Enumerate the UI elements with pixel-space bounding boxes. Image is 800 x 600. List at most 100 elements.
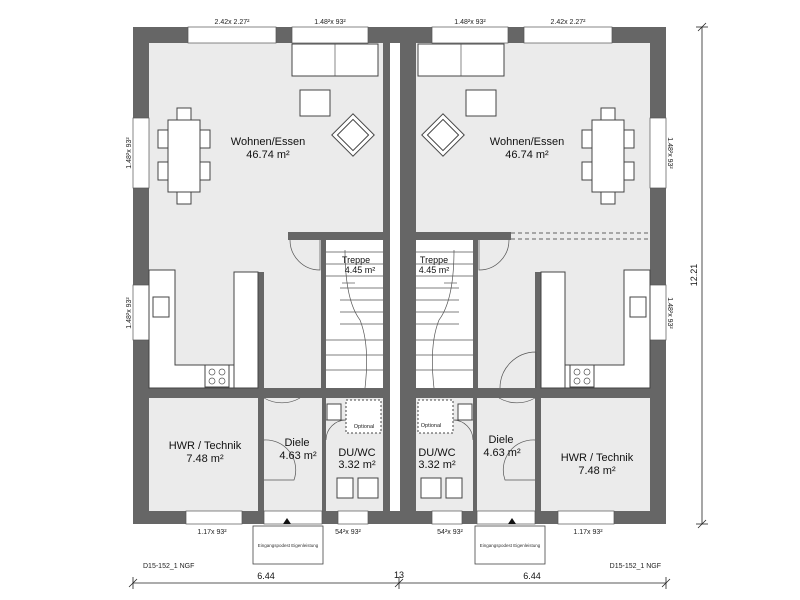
- window: [649, 117, 667, 189]
- entrance-platform-left: [252, 525, 324, 565]
- room-area: 4.45 m²: [419, 265, 450, 275]
- room-area: 4.63 m²: [483, 447, 521, 459]
- room-area: 4.63 m²: [279, 450, 317, 462]
- window: [291, 26, 369, 44]
- entrance-door-left: [263, 510, 323, 525]
- window-label: 1.17x 93²: [573, 529, 603, 536]
- washbasin-left: [326, 403, 342, 421]
- room-area: 7.48 m²: [578, 465, 616, 477]
- window: [187, 26, 277, 44]
- door-swing: [263, 439, 297, 481]
- room-area: 4.45 m²: [345, 265, 376, 275]
- window: [523, 26, 613, 44]
- door-swing: [499, 351, 537, 389]
- entrance-door-right: [476, 510, 536, 525]
- sink-right: [420, 477, 442, 499]
- room-name: Treppe: [420, 255, 448, 265]
- shower-left: [345, 399, 382, 434]
- window-label: 2.42x 2.27²: [214, 19, 250, 26]
- kitchen-right: [540, 269, 651, 389]
- inner-wall: [258, 272, 264, 388]
- toilet-left: [336, 477, 354, 499]
- inner-wall: [322, 398, 326, 511]
- window-label: 1.48²x 93²: [666, 137, 673, 169]
- hwr-room-right: [541, 398, 650, 511]
- dimension-label: 13: [394, 570, 404, 580]
- window-label: 1.48²x 93²: [314, 19, 346, 26]
- inner-wall: [473, 240, 478, 390]
- window-label: 1.48²x 93²: [126, 137, 133, 169]
- stairs-right: [416, 240, 473, 389]
- dimension-lines: [128, 22, 708, 589]
- window-label: 1.48²x 93²: [454, 19, 486, 26]
- plan-id: D15-152_1 NGF: [610, 563, 661, 570]
- hwr-room-left: [149, 398, 258, 511]
- window: [337, 510, 369, 525]
- window: [649, 284, 667, 341]
- toilet-right: [445, 477, 463, 499]
- room-area: 46.74 m²: [505, 149, 549, 161]
- inner-wall: [258, 398, 264, 511]
- window: [132, 284, 150, 341]
- room-name: HWR / Technik: [561, 452, 634, 464]
- window-label: 2.42x 2.27²: [550, 19, 586, 26]
- arrow-up-icon: [508, 518, 516, 524]
- sink-left: [357, 477, 379, 499]
- entrance-label: Eingangspodest Eigenleistung: [258, 543, 319, 548]
- room-area: 3.32 m²: [338, 459, 376, 471]
- inner-wall: [541, 388, 650, 398]
- side-table-right: [465, 89, 497, 117]
- window: [431, 510, 463, 525]
- room-name: HWR / Technik: [169, 440, 242, 452]
- hall-room-left: [264, 398, 322, 511]
- door-swing: [478, 239, 510, 271]
- dashed-guide: [511, 232, 650, 240]
- door-swing: [325, 419, 347, 441]
- inner-wall: [416, 388, 542, 398]
- inner-wall: [288, 232, 383, 240]
- stairs-left: [326, 240, 383, 389]
- window: [431, 26, 509, 44]
- room-name: Treppe: [342, 255, 370, 265]
- inner-wall: [416, 232, 511, 240]
- window: [132, 117, 150, 189]
- dimension-label: 12.21: [689, 264, 699, 287]
- room-name: DU/WC: [418, 447, 455, 459]
- room-name: Wohnen/Essen: [231, 136, 305, 148]
- inner-wall: [473, 398, 477, 511]
- room-name: Wohnen/Essen: [490, 136, 564, 148]
- optional-label: Optional: [354, 424, 375, 430]
- dimension-label: 6.44: [523, 571, 541, 581]
- window: [557, 510, 615, 525]
- sofa-left: [291, 43, 379, 77]
- washbasin-right: [457, 403, 473, 421]
- window-label: 1.48²x 93²: [126, 297, 133, 329]
- inner-wall: [535, 272, 541, 388]
- entrance-label: Eingangspodest Eigenleistung: [480, 543, 541, 548]
- door-swing: [452, 419, 474, 441]
- dining-table-left: [157, 107, 211, 205]
- room-name: DU/WC: [338, 447, 375, 459]
- room-area: 7.48 m²: [186, 453, 224, 465]
- arrow-up-icon: [283, 518, 291, 524]
- inner-wall: [258, 388, 383, 398]
- window-label: 1.48²x 93²: [666, 297, 673, 329]
- window: [185, 510, 243, 525]
- window-label: 1.17x 93²: [197, 529, 227, 536]
- inner-wall: [535, 398, 541, 511]
- room-name: Diele: [284, 437, 309, 449]
- kitchen-left: [148, 269, 259, 389]
- side-table-left: [299, 89, 331, 117]
- dining-table-right: [581, 107, 635, 205]
- inner-wall: [149, 388, 258, 398]
- room-area: 3.32 m²: [418, 459, 456, 471]
- window-label: 54²x 93²: [335, 529, 361, 536]
- party-wall-left: [383, 43, 390, 511]
- armchair-right: [421, 113, 465, 157]
- party-wall-right: [400, 43, 416, 511]
- party-wall-gap: [390, 43, 400, 511]
- room-area: 46.74 m²: [246, 149, 290, 161]
- optional-label: Optional: [421, 423, 442, 429]
- dimension-label: 6.44: [257, 571, 275, 581]
- hall-room-right: [477, 398, 535, 511]
